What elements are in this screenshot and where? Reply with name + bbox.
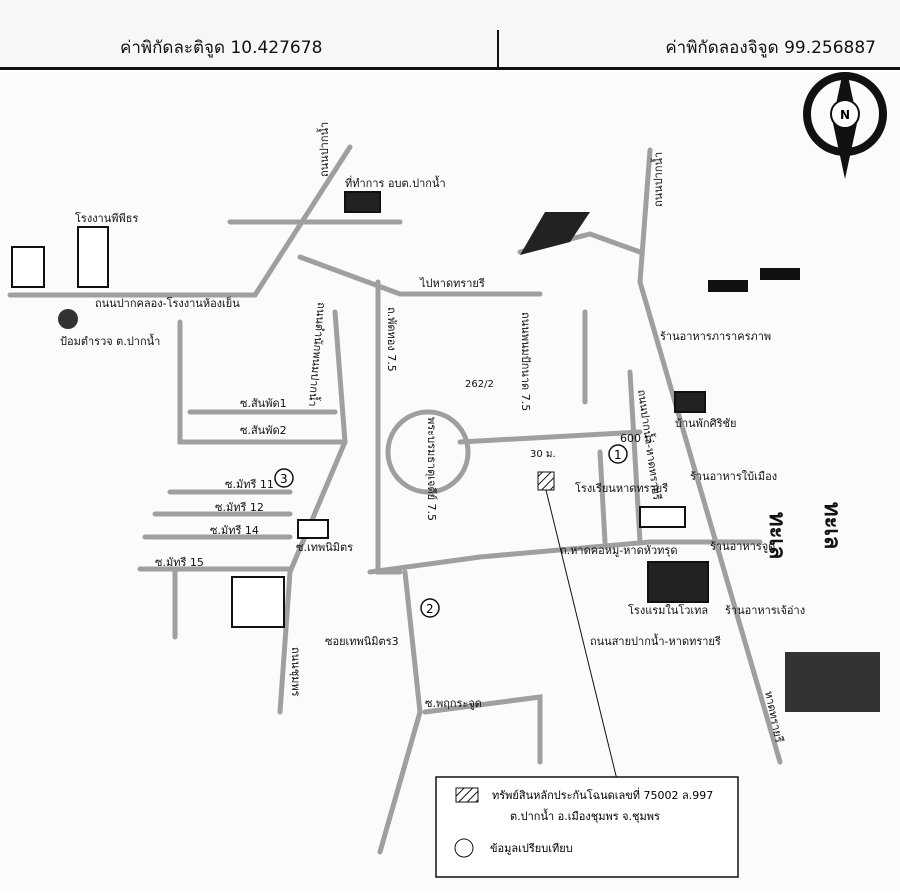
label-soi-phrukkrasut: ซ.พฤกระจูด	[425, 697, 482, 710]
label-road-tamnak-pak: ถนนตำนักพนมปากน้ำ	[306, 302, 330, 408]
label-chedi: พระบรมธาตุเจดีย์ 7.5	[425, 417, 438, 521]
label-soi-sanphat2: ซ.สันพัด2	[240, 424, 287, 437]
label-road-num-sai: 262/2	[465, 379, 494, 390]
map-canvas[interactable]: N 1 2 3 ที่ทำการ อบต.ปากน้ำ โรงงานพีพีธร…	[0, 62, 900, 892]
road-right-branch3	[627, 369, 643, 545]
label-restaurant-chut: ร้านอาหารจูด	[710, 540, 775, 553]
power-plant-building-2	[11, 246, 45, 288]
label-road-pakthep: ถ.พัดทอง 7.5	[385, 307, 398, 372]
marker-2-label: 2	[426, 602, 434, 616]
road-east-center	[367, 539, 763, 575]
road-pak-khlong	[7, 144, 353, 298]
marker-3-label: 3	[280, 472, 288, 486]
location-map[interactable]: N 1 2 3 ที่ทำการ อบต.ปากน้ำ โรงงานพีพีธร…	[0, 62, 900, 892]
label-distance-600: 600 ม.	[620, 432, 655, 445]
label-sea-1: ทะเล	[764, 512, 789, 559]
road-west-loop	[177, 319, 348, 445]
beach-markers	[708, 268, 880, 712]
label-house-sirin: บ้านพักศิริชัย	[675, 417, 736, 430]
roundabout	[385, 409, 471, 495]
label-school: โรงเรียนหาดทรายรี	[575, 481, 668, 495]
label-police-booth: ป้อมตำรวจ ต.ปากน้ำ	[60, 333, 160, 348]
road-circle-east	[457, 429, 643, 445]
school-building	[639, 506, 686, 528]
label-road-pak-mun: ถนนพนมปักนาด 7.5	[519, 312, 532, 411]
thepnimit-block	[297, 519, 329, 539]
police-booth-icon	[58, 309, 78, 329]
map-header: ค่าพิกัดละติจูด 10.427678 ค่าพิกัดลองจิจ…	[0, 0, 900, 70]
legend-comparison-swatch	[454, 838, 474, 858]
rock-outcrop	[520, 212, 590, 255]
label-soi-mathi12: ซ.มัทรี 12	[215, 501, 264, 514]
legend-hatch-swatch	[455, 787, 479, 803]
label-municipal-office: ที่ทำการ อบต.ปากน้ำ	[345, 175, 446, 190]
legend-comparison-text: ข้อมูลเปรียบเทียบ	[490, 842, 573, 855]
label-road-pak-khlong: ถนนปากคลอง-โรงงานห้องเย็น	[95, 296, 240, 310]
label-sea-2: ทะเล	[819, 502, 844, 549]
legend: ทรัพย์สินหลักประกันโฉนดเลขที่ 75002 ล.99…	[435, 776, 739, 878]
property-parcel[interactable]	[537, 471, 555, 491]
legend-property-location: ต.ปากน้ำ อ.เมืองชุมพร จ.ชุมพร	[510, 808, 660, 823]
label-to-paknam: ถนนปากน้ำ	[650, 152, 665, 207]
buildings	[11, 191, 709, 628]
marker-1-label: 1	[614, 448, 622, 462]
header-divider	[497, 30, 499, 68]
label-power-plant: โรงงานพีพีธร	[75, 211, 138, 225]
house-sirin-building	[674, 391, 706, 413]
label-restaurant-phaphi: ร้านอาหารภาราครภาพ	[660, 330, 771, 343]
road-right-branch2	[597, 449, 608, 545]
legend-property-text: ทรัพย์สินหลักประกันโฉนดเลขที่ 75002 ล.99…	[492, 787, 713, 802]
block-grid	[231, 576, 285, 628]
road-lower	[377, 569, 423, 855]
hotel-building	[647, 561, 709, 603]
label-to-paknam-north: ถนนปากน้ำ	[316, 122, 331, 177]
label-soi-mathi11: ซ.มัทรี 11	[225, 478, 274, 491]
label-soi-thepnimit: ซ.เทพนิมิตร	[296, 541, 353, 554]
municipal-office-building	[344, 191, 381, 213]
label-marker-30: 30 ม.	[530, 449, 556, 460]
label-restaurant-bai-muang: ร้านอาหารใบ้เมือง	[690, 470, 777, 483]
latitude-label: ค่าพิกัดละติจูด 10.427678	[120, 38, 323, 58]
label-soi-mathi14: ซ.มัทรี 14	[210, 524, 259, 537]
road-phrukkrasut	[422, 694, 543, 765]
compass-letter: N	[840, 108, 850, 122]
road-vertical-center	[277, 309, 348, 715]
label-restaurant-chao: ร้านอาหารเจ้อ่าง	[725, 604, 805, 617]
label-hotel: โรงแรมในโวเทล	[628, 603, 708, 617]
longitude-label: ค่าพิกัดลองจิจูด 99.256887	[665, 38, 876, 58]
comparison-markers	[274, 444, 628, 618]
road-network	[7, 144, 783, 855]
compass-rose: N	[803, 62, 887, 179]
label-soi-thepnimit3: ซอยเทพนิมิตร3	[325, 635, 399, 648]
label-soi-sanphat1: ซ.สันพัด1	[240, 397, 287, 410]
road-main-north-south	[297, 254, 543, 297]
label-road-hatkhom: ถ.หาดคอหมู-หาดหัวทรุด	[560, 544, 677, 557]
road-paknam-east	[637, 147, 783, 765]
label-road-sai-paknam-hat: ถนนสายปากน้ำ-หาดทรายรี	[590, 633, 721, 648]
label-to-hat-sairi: ไปหาดทรายรี	[419, 277, 485, 290]
label-soi-mathi15: ซ.มัทรี 15	[155, 556, 204, 569]
power-plant-building	[77, 226, 109, 288]
label-road-pak-south: ถนนชุมพร	[289, 647, 302, 697]
